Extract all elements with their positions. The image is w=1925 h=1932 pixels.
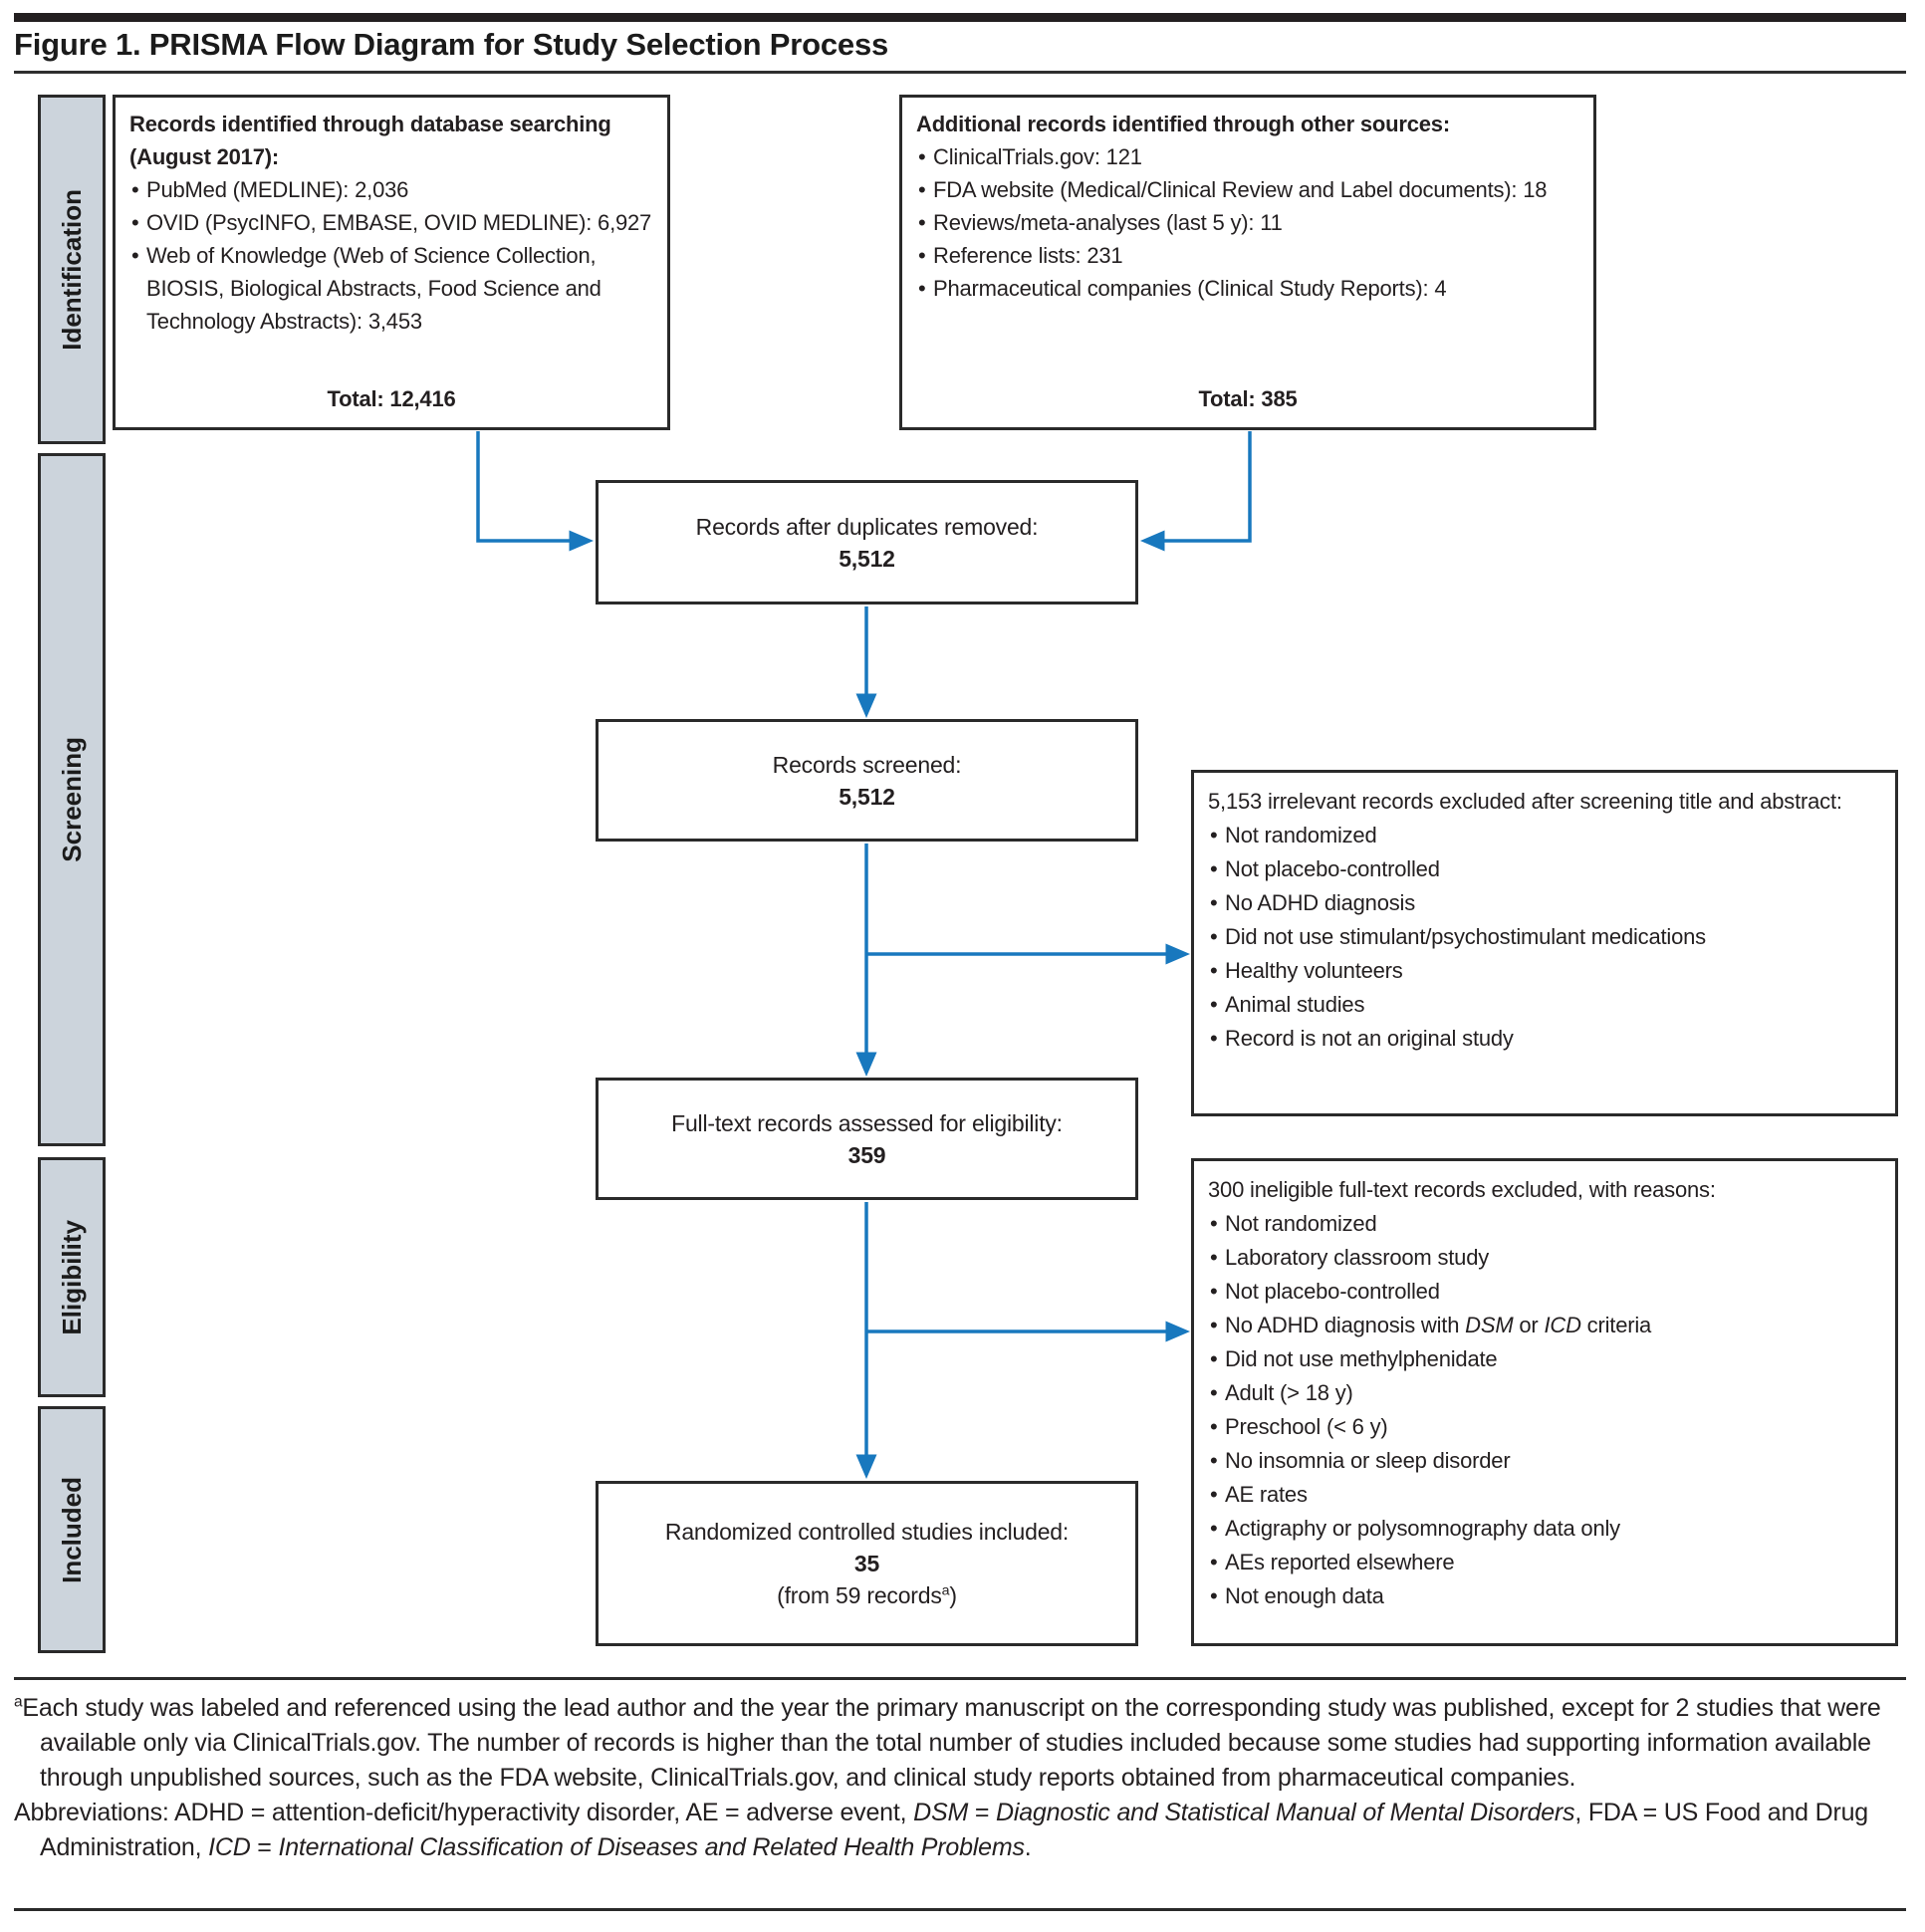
box-other-sources-list: ClinicalTrials.gov: 121FDA website (Medi… xyxy=(916,140,1579,305)
list-item: PubMed (MEDLINE): 2,036 xyxy=(129,173,653,206)
box-duplicates-removed-value: 5,512 xyxy=(839,545,895,572)
list-item: AEs reported elsewhere xyxy=(1208,1546,1881,1579)
list-item: Not randomized xyxy=(1208,819,1881,852)
box-studies-included-value: 35 xyxy=(853,1551,880,1576)
bottom-rule xyxy=(14,1908,1906,1911)
box-fulltext-assessed-label: Full-text records assessed for eligibili… xyxy=(671,1109,1063,1136)
stage-identification-label: Identification xyxy=(56,188,87,351)
arrow-other-to-dedup xyxy=(1140,431,1252,552)
list-item: Healthy volunteers xyxy=(1208,954,1881,988)
arrow-database-to-dedup xyxy=(476,431,594,552)
stage-included-label: Included xyxy=(56,1476,87,1583)
box-records-screened: Records screened: 5,512 xyxy=(596,719,1138,842)
footer: aEach study was labeled and referenced u… xyxy=(14,1691,1898,1865)
list-item: Adult (> 18 y) xyxy=(1208,1376,1881,1410)
list-item: Not placebo-controlled xyxy=(1208,852,1881,886)
stage-identification: Identification xyxy=(38,95,106,444)
list-item: Animal studies xyxy=(1208,988,1881,1022)
footer-divider xyxy=(14,1677,1906,1680)
list-item: Web of Knowledge (Web of Science Collect… xyxy=(129,239,653,338)
box-studies-included: Randomized controlled studies included: … xyxy=(596,1481,1138,1646)
page-title: Figure 1. PRISMA Flow Diagram for Study … xyxy=(14,27,889,62)
list-item: Did not use stimulant/psychostimulant me… xyxy=(1208,920,1881,954)
box-fulltext-assessed: Full-text records assessed for eligibili… xyxy=(596,1078,1138,1200)
list-item: No insomnia or sleep disorder xyxy=(1208,1444,1881,1478)
list-item: No ADHD diagnosis with DSM or ICD criter… xyxy=(1208,1309,1881,1342)
top-rule-bar xyxy=(14,13,1906,22)
box-excluded-screening-list: Not randomizedNot placebo-controlledNo A… xyxy=(1208,819,1881,1056)
list-item: Pharmaceutical companies (Clinical Study… xyxy=(916,272,1579,305)
box-studies-included-label: Randomized controlled studies included: xyxy=(664,1519,1070,1545)
stage-eligibility: Eligibility xyxy=(38,1157,106,1397)
stage-eligibility-label: Eligibility xyxy=(56,1219,87,1335)
list-item: Preschool (< 6 y) xyxy=(1208,1410,1881,1444)
box-excluded-fulltext: 300 ineligible full-text records exclude… xyxy=(1191,1158,1898,1646)
box-database-search-total: Total: 12,416 xyxy=(327,386,456,411)
stage-screening: Screening xyxy=(38,453,106,1146)
list-item: Did not use methylphenidate xyxy=(1208,1342,1881,1376)
box-excluded-screening: 5,153 irrelevant records excluded after … xyxy=(1191,770,1898,1116)
title-divider xyxy=(14,71,1906,74)
list-item: ClinicalTrials.gov: 121 xyxy=(916,140,1579,173)
box-duplicates-removed: Records after duplicates removed: 5,512 xyxy=(596,480,1138,604)
list-item: Reference lists: 231 xyxy=(916,239,1579,272)
box-records-screened-value: 5,512 xyxy=(839,783,895,810)
box-other-sources-total: Total: 385 xyxy=(1198,386,1298,411)
list-item: No ADHD diagnosis xyxy=(1208,886,1881,920)
box-fulltext-assessed-value: 359 xyxy=(847,1141,886,1168)
box-records-screened-label: Records screened: xyxy=(772,751,962,778)
list-item: Laboratory classroom study xyxy=(1208,1241,1881,1275)
box-other-sources-title: Additional records identified through ot… xyxy=(916,112,1450,136)
abbreviations: Abbreviations: ADHD = attention-deficit/… xyxy=(14,1799,1868,1861)
box-excluded-fulltext-title: 300 ineligible full-text records exclude… xyxy=(1208,1177,1716,1202)
list-item: FDA website (Medical/Clinical Review and… xyxy=(916,173,1579,206)
list-item: Not randomized xyxy=(1208,1207,1881,1241)
stage-screening-label: Screening xyxy=(56,737,87,862)
list-item: AE rates xyxy=(1208,1478,1881,1512)
box-other-sources: Additional records identified through ot… xyxy=(899,95,1596,430)
list-item: Not placebo-controlled xyxy=(1208,1275,1881,1309)
box-database-search-title: Records identified through database sear… xyxy=(129,112,611,169)
box-database-search-list: PubMed (MEDLINE): 2,036OVID (PsycINFO, E… xyxy=(129,173,653,338)
list-item: Record is not an original study xyxy=(1208,1022,1881,1056)
list-item: Not enough data xyxy=(1208,1579,1881,1613)
box-excluded-fulltext-list: Not randomizedLaboratory classroom study… xyxy=(1208,1207,1881,1613)
stage-included: Included xyxy=(38,1406,106,1653)
box-duplicates-removed-label: Records after duplicates removed: xyxy=(695,513,1039,540)
box-studies-included-note: (from 59 recordsa) xyxy=(777,1582,957,1608)
list-item: OVID (PsycINFO, EMBASE, OVID MEDLINE): 6… xyxy=(129,206,653,239)
box-database-search: Records identified through database sear… xyxy=(113,95,670,430)
list-item: Reviews/meta-analyses (last 5 y): 11 xyxy=(916,206,1579,239)
box-excluded-screening-title: 5,153 irrelevant records excluded after … xyxy=(1208,789,1842,814)
list-item: Actigraphy or polysomnography data only xyxy=(1208,1512,1881,1546)
footnote: aEach study was labeled and referenced u… xyxy=(14,1693,1881,1792)
